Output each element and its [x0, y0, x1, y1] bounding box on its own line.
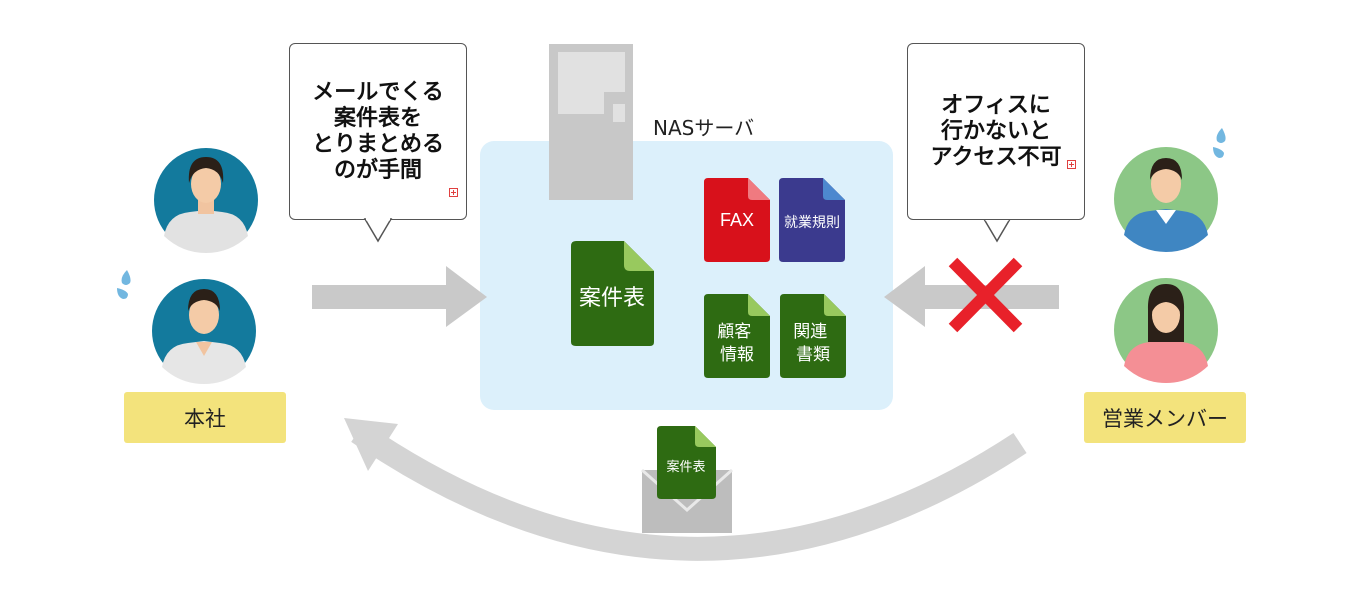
sales-woman-avatar	[1114, 278, 1218, 383]
doc-fax-label: FAX	[720, 210, 754, 230]
curved-mail-arrow	[351, 422, 1027, 561]
doc-case-table: 案件表	[571, 241, 654, 346]
hq-woman-avatar	[154, 148, 258, 253]
sales-man-avatar	[1114, 147, 1218, 252]
curved-arrow-head	[344, 418, 398, 471]
speech-bubble-hq-text: メールでくる 案件表を とりまとめる のが手間	[311, 79, 444, 183]
sweat-drops-left-icon	[117, 270, 131, 299]
server-icon	[549, 44, 633, 200]
doc-customer-info: 顧客 情報	[704, 294, 770, 378]
arrow-sales-to-nas	[884, 266, 1059, 327]
speech-bubble-sales: オフィスに 行かないと アクセス不可	[907, 43, 1085, 220]
doc-work-rules-label: 就業規則	[784, 215, 840, 231]
blocked-cross-icon	[948, 257, 1023, 333]
bubble-expand-icon	[1067, 160, 1076, 169]
doc-related-documents-label: 関連 書類	[793, 322, 832, 365]
doc-case-table-label: 案件表	[579, 286, 645, 311]
doc-mail-attachment: 案件表	[657, 426, 716, 499]
bubble-tail-hq	[363, 218, 393, 243]
label-headquarters: 本社	[124, 392, 286, 443]
doc-mail-attachment-label: 案件表	[666, 460, 705, 475]
label-sales-members: 営業メンバー	[1084, 392, 1246, 443]
nas-server-label: NASサーバ	[653, 116, 755, 140]
bubble-tail-sales	[982, 218, 1012, 243]
doc-related-documents: 関連 書類	[780, 294, 846, 378]
hq-man-avatar	[152, 279, 256, 384]
speech-bubble-sales-text: オフィスに 行かないと アクセス不可	[930, 92, 1062, 170]
doc-customer-info-label: 顧客 情報	[717, 322, 756, 365]
bubble-expand-icon	[449, 188, 458, 197]
speech-bubble-hq: メールでくる 案件表を とりまとめる のが手間	[289, 43, 467, 220]
sweat-drops-right-icon	[1213, 128, 1226, 158]
arrow-hq-to-nas	[312, 266, 487, 327]
doc-fax: FAX	[704, 178, 770, 262]
doc-work-rules: 就業規則	[779, 178, 845, 262]
